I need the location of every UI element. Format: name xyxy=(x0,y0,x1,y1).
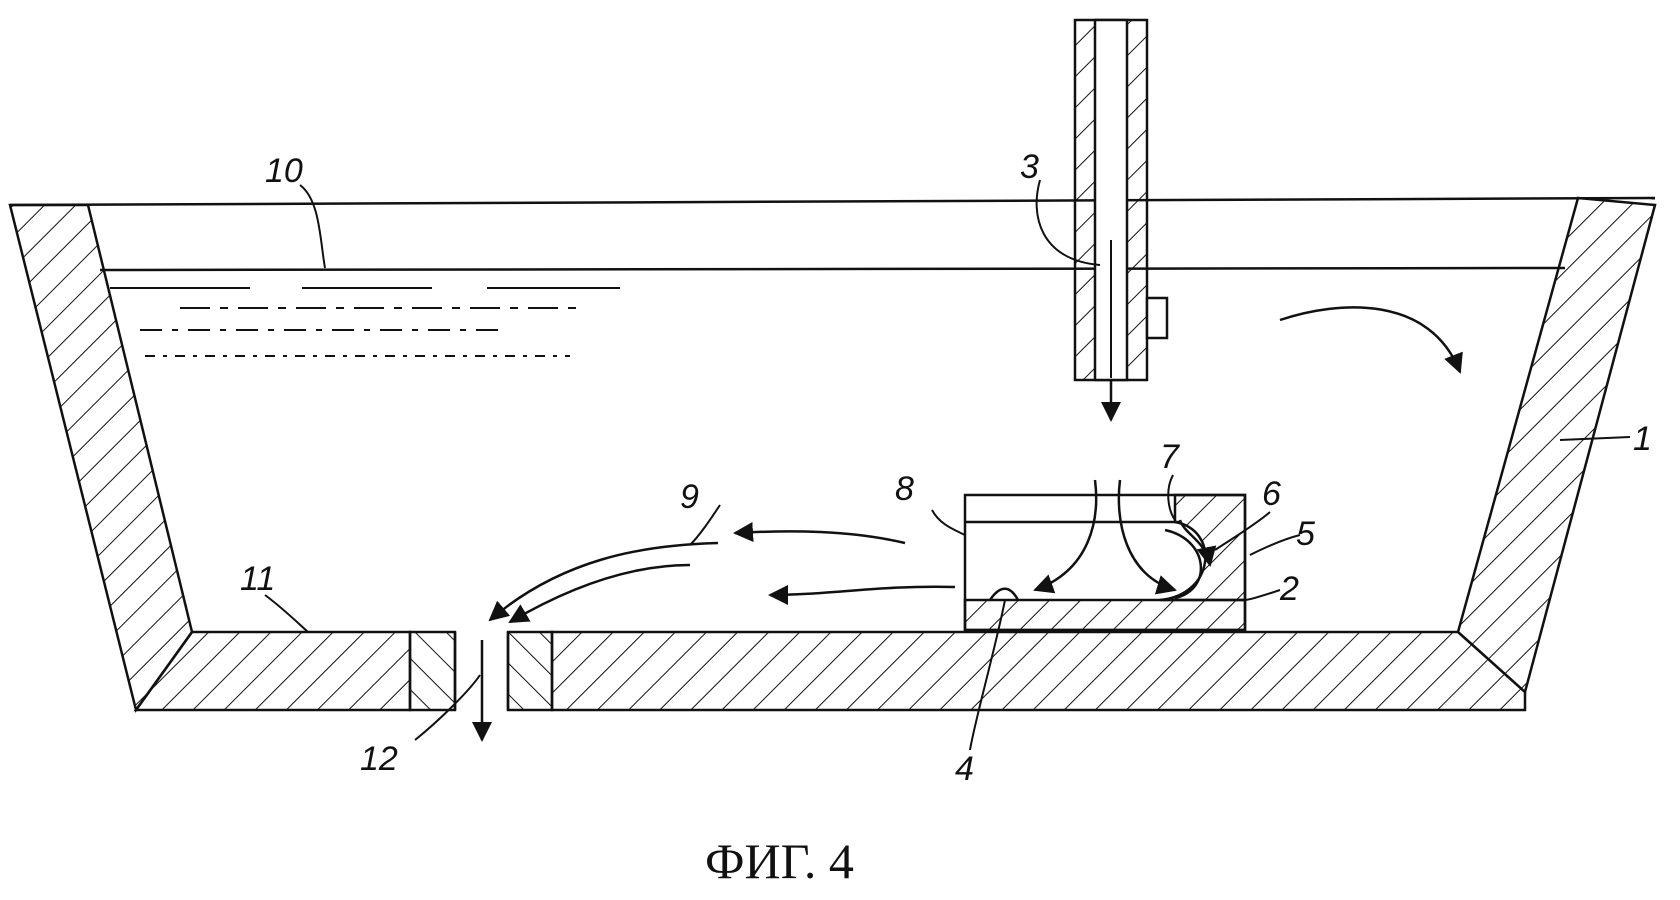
label-11: 11 xyxy=(240,560,275,598)
label-5: 5 xyxy=(1296,515,1315,553)
ladle-shroud xyxy=(1073,18,1169,422)
reference-labels: 10 3 1 9 8 7 6 5 2 11 12 4 xyxy=(240,148,1652,788)
label-4: 4 xyxy=(955,750,974,788)
flow-arrows xyxy=(472,306,1463,742)
melt-surface xyxy=(99,266,1566,357)
label-12: 12 xyxy=(360,740,398,778)
label-1: 1 xyxy=(1633,420,1652,458)
vessel-wall xyxy=(8,196,1657,713)
leader-lines xyxy=(264,179,1631,751)
figure-caption: ФИГ. 4 xyxy=(705,833,854,889)
impact-pad xyxy=(963,493,1247,632)
label-3: 3 xyxy=(1020,148,1039,186)
label-9: 9 xyxy=(680,478,699,516)
label-8: 8 xyxy=(895,470,914,508)
label-7: 7 xyxy=(1160,438,1180,476)
label-10: 10 xyxy=(265,152,303,190)
label-2: 2 xyxy=(1279,570,1299,608)
label-6: 6 xyxy=(1262,475,1281,513)
